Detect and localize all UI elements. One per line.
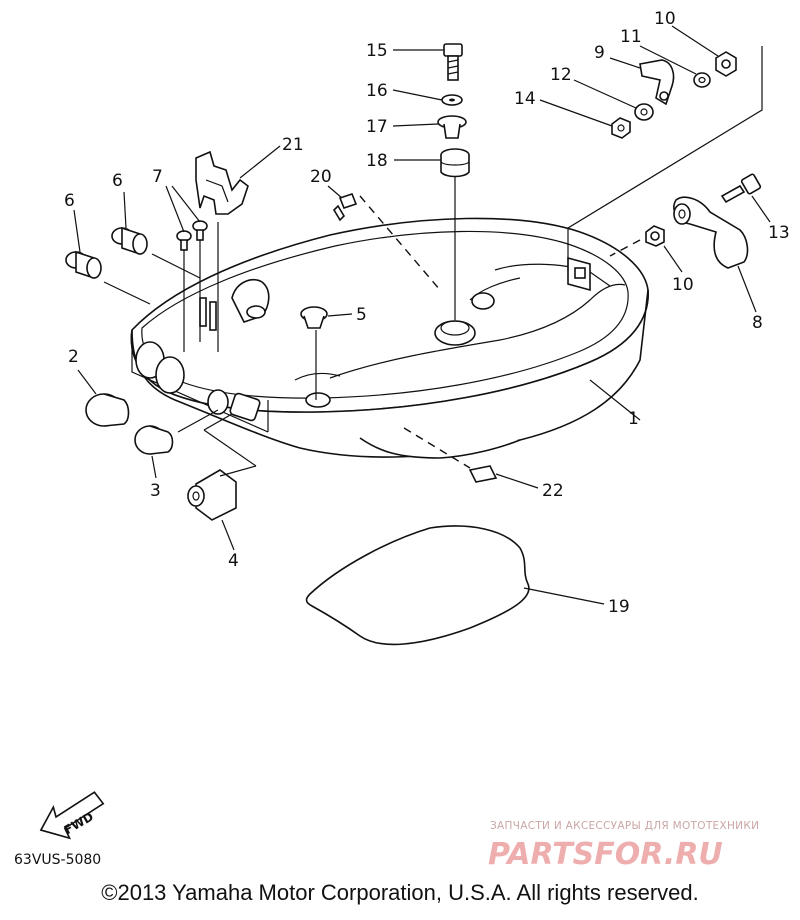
rubber-seal-gasket bbox=[305, 525, 530, 646]
grommet-5 bbox=[300, 306, 328, 329]
grommet-4 bbox=[187, 469, 237, 521]
bracket-9 bbox=[639, 59, 675, 106]
grommet-6-lower bbox=[65, 250, 102, 279]
callout-10-right: 10 bbox=[672, 275, 694, 295]
callout-8: 8 bbox=[752, 313, 763, 333]
screw-20 bbox=[332, 193, 358, 222]
watermark-brand-text: PARTSFOR.RU bbox=[488, 837, 723, 872]
callout-21: 21 bbox=[282, 135, 304, 155]
plug-2 bbox=[85, 393, 130, 427]
clip-21 bbox=[195, 150, 249, 215]
bottom-cowling bbox=[130, 217, 649, 459]
callout-3: 3 bbox=[150, 481, 161, 501]
callout-17: 17 bbox=[366, 117, 388, 137]
forward-direction-arrow: FWD bbox=[39, 791, 105, 840]
label-22 bbox=[468, 465, 498, 483]
bolt-15 bbox=[443, 43, 463, 81]
callout-6-lower: 6 bbox=[64, 191, 75, 211]
callout-19: 19 bbox=[608, 597, 630, 617]
callout-7: 7 bbox=[152, 167, 163, 187]
callout-22: 22 bbox=[542, 481, 564, 501]
callout-14: 14 bbox=[514, 89, 536, 109]
callout-15: 15 bbox=[366, 41, 388, 61]
washer-11 bbox=[693, 72, 711, 88]
drawing-code: 63VUS-5080 bbox=[14, 852, 102, 868]
copyright-notice: ©2013 Yamaha Motor Corporation, U.S.A. A… bbox=[101, 880, 699, 905]
callout-1: 1 bbox=[628, 409, 639, 429]
bolt-13 bbox=[720, 173, 762, 204]
callout-5: 5 bbox=[356, 305, 367, 325]
plug-3 bbox=[134, 425, 174, 455]
watermark-caption: ЗАПЧАСТИ И АКСЕССУАРЫ ДЛЯ МОТОТЕХНИКИ bbox=[490, 820, 760, 832]
callout-2: 2 bbox=[68, 347, 79, 367]
callout-4: 4 bbox=[228, 551, 239, 571]
nut-10-right bbox=[645, 225, 665, 247]
callout-12: 12 bbox=[550, 65, 572, 85]
callout-13: 13 bbox=[768, 223, 790, 243]
callout-11: 11 bbox=[620, 27, 642, 47]
watermark-logo: PARTSFOR.RU bbox=[488, 837, 723, 872]
nut-14 bbox=[611, 117, 631, 139]
collar-17 bbox=[437, 115, 467, 139]
callout-18: 18 bbox=[366, 151, 388, 171]
callout-9: 9 bbox=[594, 43, 605, 63]
grommet-6-upper bbox=[111, 226, 148, 255]
callout-16: 16 bbox=[366, 81, 388, 101]
lever-8 bbox=[673, 196, 749, 269]
nut-10-top bbox=[715, 51, 737, 77]
callout-numbers: 1 2 3 4 5 6 6 7 8 9 10 10 11 12 13 14 15… bbox=[64, 9, 790, 617]
callout-10-top: 10 bbox=[654, 9, 676, 29]
grommet-18 bbox=[440, 148, 470, 178]
washer-12 bbox=[634, 103, 654, 121]
callout-6-upper: 6 bbox=[112, 171, 123, 191]
leader-lines bbox=[73, 25, 771, 605]
callout-20: 20 bbox=[310, 167, 332, 187]
